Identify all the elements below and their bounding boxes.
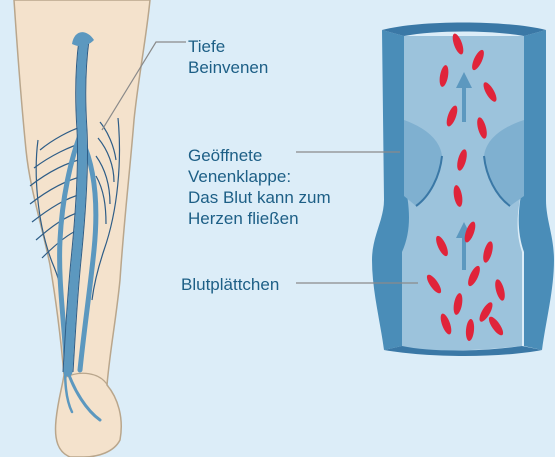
label-valve-line-4: Herzen fließen (188, 208, 331, 229)
leg-illustration (14, 0, 150, 457)
label-valve-line-1: Geöffnete (188, 145, 331, 166)
label-deep-veins-line-1: Tiefe (188, 36, 268, 57)
label-valve-line-2: Venenklappe: (188, 166, 331, 187)
label-platelets-text: Blutplättchen (181, 274, 279, 295)
label-valve-line-3: Das Blut kann zum (188, 187, 331, 208)
vessel-cross-section (372, 23, 554, 357)
vessel-top-rim (382, 23, 546, 37)
label-deep-veins: Tiefe Beinvenen (188, 36, 268, 78)
vessel-right-wall (519, 30, 554, 350)
label-open-valve: Geöffnete Venenklappe: Das Blut kann zum… (188, 145, 331, 229)
label-deep-veins-line-2: Beinvenen (188, 57, 268, 78)
label-platelets: Blutplättchen (181, 274, 279, 295)
